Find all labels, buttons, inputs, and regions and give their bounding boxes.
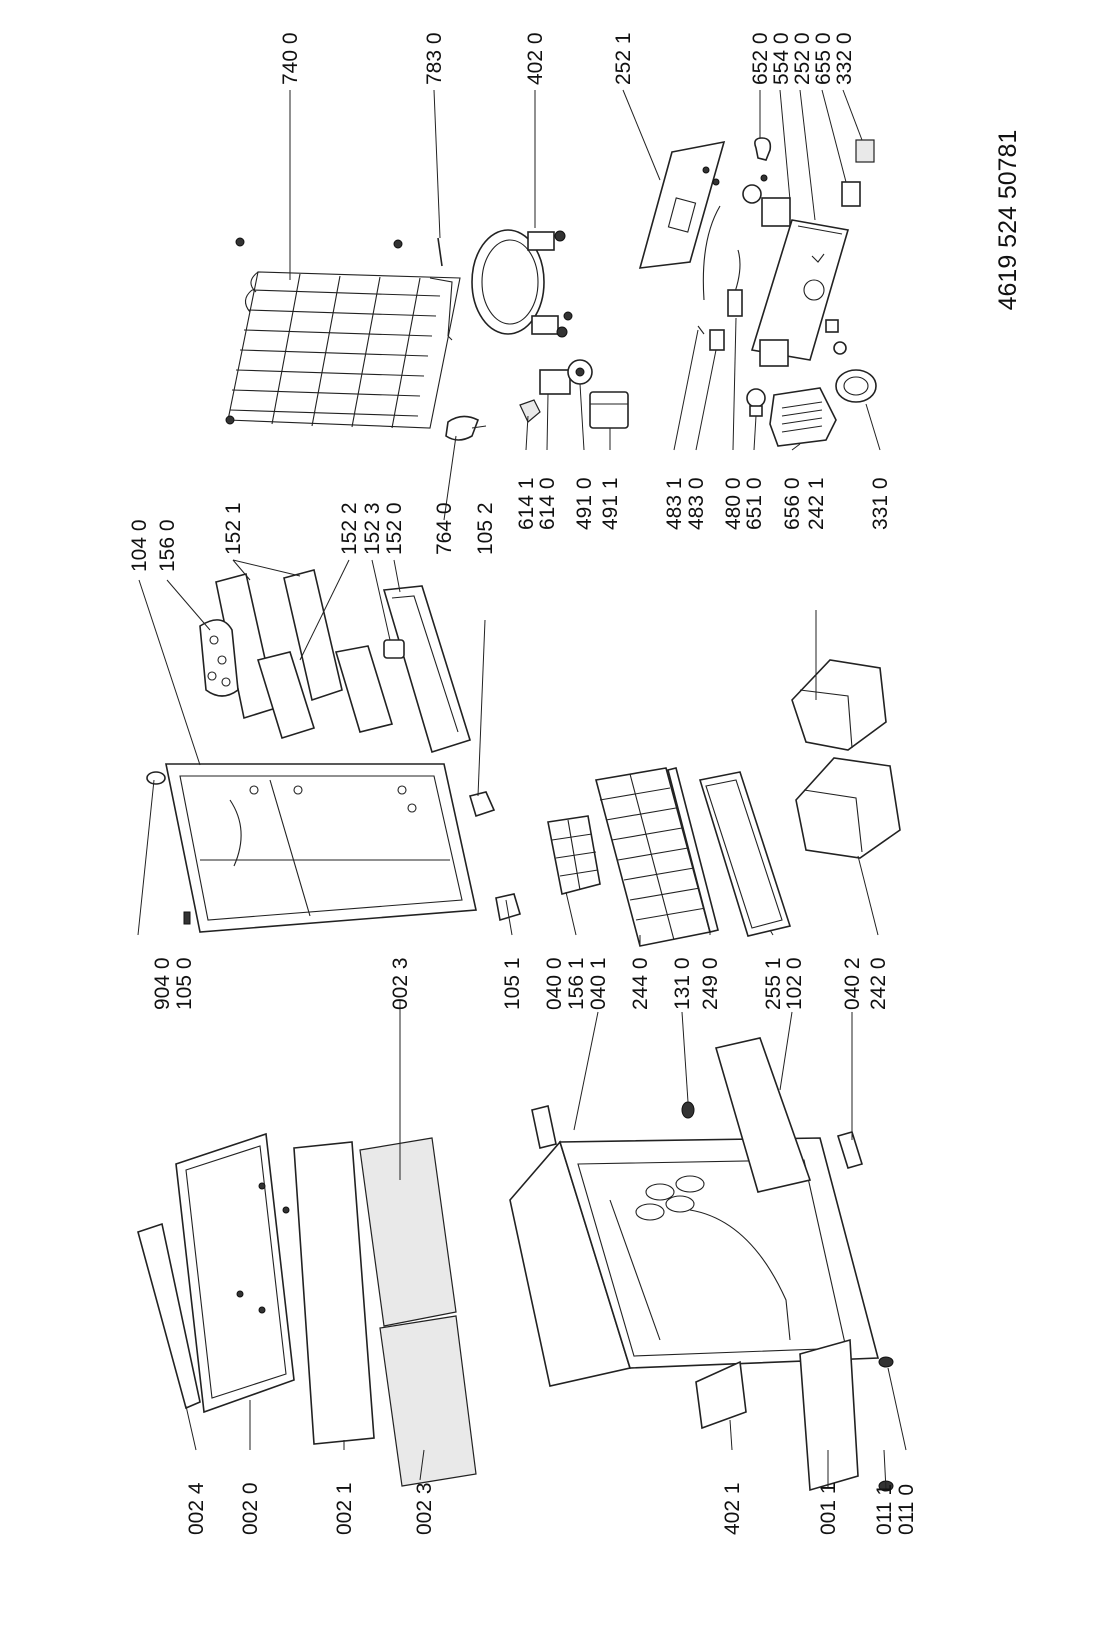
label-480-0: 480 0: [722, 477, 745, 530]
label-102-0: 102 0: [783, 957, 806, 1010]
condenser-drawing: [225, 237, 461, 429]
relay-drawing: [519, 369, 571, 423]
label-242-1: 242 1: [805, 477, 828, 530]
door-liner-drawing: [165, 763, 477, 933]
evaporator-cover-drawing: [714, 1037, 812, 1193]
label-651-0: 651 0: [743, 477, 766, 530]
label-614-1: 614 1: [515, 477, 538, 530]
label-156-1: 156 1: [565, 957, 588, 1010]
compressor-drawing: [471, 229, 573, 338]
ice-tray-drawing: [547, 815, 601, 895]
label-332-0: 332 0: [833, 32, 856, 85]
egg-tray-drawing: [199, 619, 239, 697]
shelf-strip-drawing: [667, 767, 719, 933]
label-105-2: 105 2: [474, 502, 497, 555]
knob-drawing: [681, 1101, 695, 1119]
label-483-1: 483 1: [663, 477, 686, 530]
lampholder-drawing: [742, 184, 791, 227]
label-554-0: 554 0: [770, 32, 793, 85]
label-255-1: 255 1: [762, 957, 785, 1010]
label-331-0: 331 0: [869, 477, 892, 530]
hinge-cap-drawing: [146, 771, 166, 785]
label-483-0: 483 0: [685, 477, 708, 530]
hinge-2-drawing: [495, 893, 521, 922]
feet-drawing: [878, 1356, 894, 1492]
label-105-0: 105 0: [173, 957, 196, 1010]
hinge-drawing: [468, 791, 496, 818]
label-002-0: 002 0: [239, 1482, 262, 1535]
part-labels: 740 0 783 0 402 0 252 1 652 0 554 0 252 …: [128, 32, 918, 1535]
crisper-bin-drawing: [791, 659, 901, 859]
label-156-0: 156 0: [156, 519, 179, 572]
label-001-1: 001 1: [817, 1482, 840, 1535]
label-002-3-bottom: 002 3: [413, 1482, 436, 1535]
door-drawing: [175, 1132, 295, 1414]
label-244-0: 244 0: [629, 957, 652, 1010]
label-152-2: 152 2: [338, 502, 361, 555]
label-011-1: 011 1: [873, 1484, 896, 1535]
label-652-0: 652 0: [749, 32, 772, 85]
label-152-0: 152 0: [383, 502, 406, 555]
ring-drawing: [835, 369, 877, 403]
lamp-drawing: [754, 137, 772, 182]
top-hinge-drawing: [531, 1105, 557, 1149]
leader-lines: [137, 89, 907, 1491]
label-131-0: 131 0: [671, 957, 694, 1010]
bulb-drawing: [746, 388, 766, 417]
label-402-1: 402 1: [721, 1482, 744, 1535]
starter-drawing: [567, 359, 629, 429]
cabinet-drawing: [509, 1137, 880, 1387]
label-252-0: 252 0: [791, 32, 814, 85]
document-number: 4619 524 50781: [994, 130, 1022, 311]
bracket-drawing: [638, 140, 726, 269]
label-249-0: 249 0: [699, 957, 722, 1010]
lamp-cover-drawing: [769, 387, 837, 447]
bottom-hinge-drawing: [836, 1131, 864, 1169]
label-105-1: 105 1: [501, 957, 524, 1010]
base-rail-drawing: [799, 1338, 859, 1492]
label-152-1: 152 1: [222, 502, 245, 555]
label-904-0: 904 0: [151, 957, 174, 1010]
screw-drawing: [183, 911, 191, 925]
label-002-1: 002 1: [333, 1482, 356, 1535]
label-002-3-top: 002 3: [389, 957, 412, 1010]
label-104-0: 104 0: [128, 519, 151, 572]
label-011-0: 011 0: [895, 1484, 918, 1535]
label-764-0: 764 0: [433, 502, 456, 555]
door-panel-drawing: [293, 1141, 375, 1445]
glass-shelf-drawing: [698, 771, 792, 937]
capillary-drawing: [437, 237, 443, 267]
label-152-3: 152 3: [361, 502, 384, 555]
label-783-0: 783 0: [423, 32, 446, 85]
door-trim-drawing: [137, 1222, 201, 1410]
label-491-0: 491 0: [573, 477, 596, 530]
drawer-drawing: [695, 1360, 747, 1430]
door-panel-3-drawing: [359, 1137, 457, 1327]
thermostat-housing-drawing: [750, 219, 850, 367]
label-252-1: 252 1: [612, 32, 635, 85]
wiring-drawing: [697, 205, 743, 351]
label-402-0: 402 0: [524, 32, 547, 85]
label-656-0: 656 0: [781, 477, 804, 530]
label-002-4: 002 4: [185, 1482, 208, 1535]
label-040-1: 040 1: [587, 957, 610, 1010]
switch-drawing: [841, 181, 861, 207]
door-shelves-drawing: [215, 569, 472, 754]
label-740-0: 740 0: [279, 32, 302, 85]
drier-drawing: [445, 415, 487, 441]
label-491-1: 491 1: [599, 477, 622, 530]
switch-2-drawing: [855, 139, 875, 163]
label-655-0: 655 0: [812, 32, 835, 85]
label-614-0: 614 0: [536, 477, 559, 530]
label-040-2: 040 2: [841, 957, 864, 1010]
label-040-0: 040 0: [543, 957, 566, 1010]
door-panel-3b-drawing: [379, 1315, 477, 1487]
label-242-0: 242 0: [867, 957, 890, 1010]
